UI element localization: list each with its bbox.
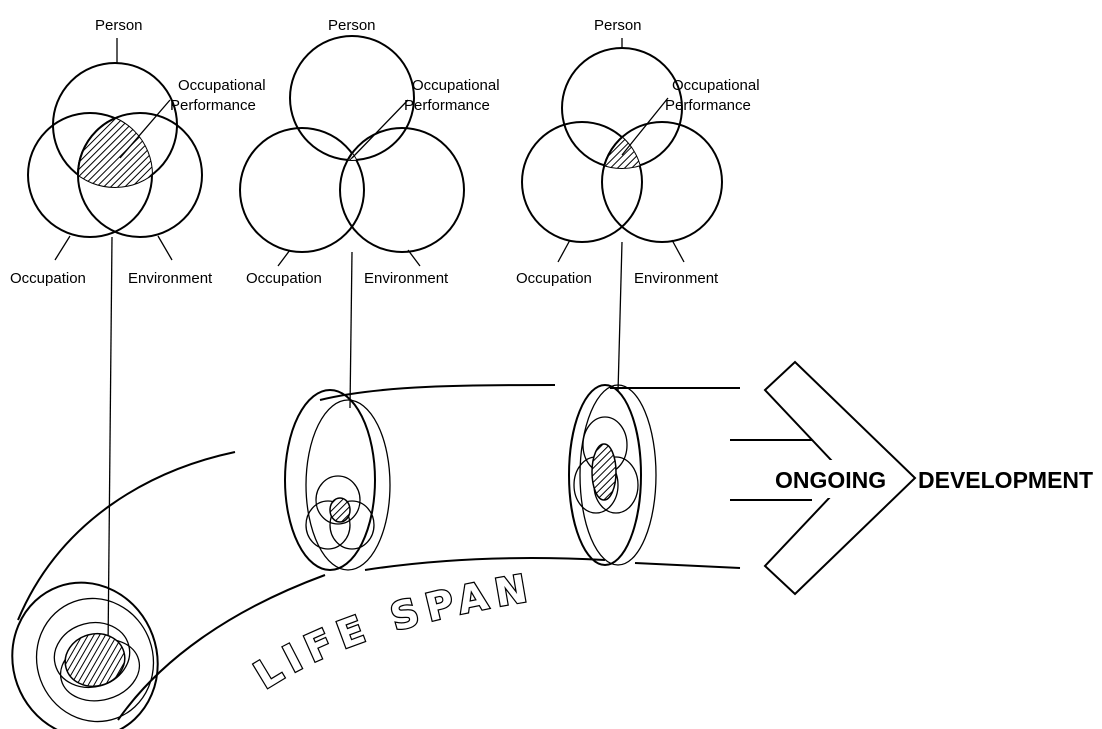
venn-diagram-1: [27, 38, 203, 261]
connector-lines: [107, 236, 623, 651]
ongoing-label: ONGOING: [775, 467, 886, 493]
life-span-textpath: LIFE SPAN: [245, 564, 531, 699]
venn-2-occupation-label: Occupation: [246, 270, 322, 287]
tube-joint-2: [568, 384, 657, 566]
venn-1-occ-perf-label-2: Performance: [170, 97, 256, 114]
venn-2-person-label: Person: [328, 17, 376, 34]
venn-1-occ-perf-label-1: Occupational: [178, 77, 266, 94]
venn-3-occ-perf-label-2: Performance: [665, 97, 751, 114]
life-span-tube: [11, 384, 741, 729]
venn-diagram-3: [521, 38, 723, 263]
venn-1-occupation-label: Occupation: [10, 270, 86, 287]
tube-end-front: [11, 581, 159, 729]
venn-2-occ-perf-label-1: Occupational: [412, 77, 500, 94]
venn-3-environment-label: Environment: [634, 270, 719, 287]
venn-3-occ-perf-label-1: Occupational: [672, 77, 760, 94]
venn-3-person-label: Person: [594, 17, 642, 34]
venn-diagram-2: [239, 35, 465, 267]
ongoing-development-arrow: [730, 360, 917, 596]
venn-3-occupation-label: Occupation: [516, 270, 592, 287]
venn-2-occ-perf-label-2: Performance: [404, 97, 490, 114]
venn-2-environment-label: Environment: [364, 270, 449, 287]
venn-1-environment-label: Environment: [128, 270, 213, 287]
life-span-label: LIFE SPAN: [247, 565, 538, 697]
development-label: DEVELOPMENT: [918, 467, 1093, 493]
tube-joint-1: [284, 389, 391, 571]
venn-1-person-label: Person: [95, 17, 143, 34]
